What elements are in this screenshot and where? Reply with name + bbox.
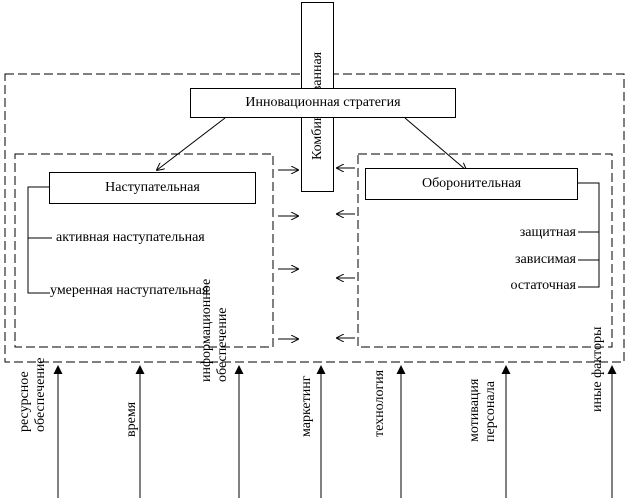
offensive-type-moderate: умеренная наступательная bbox=[50, 283, 209, 298]
defensive-type-protective: защитная bbox=[519, 225, 576, 240]
offensive-strategy-box: Наступательная bbox=[49, 172, 256, 204]
offensive-bracket bbox=[27, 186, 50, 294]
defensive-frame bbox=[357, 153, 613, 348]
defensive-type-residual: остаточная bbox=[510, 278, 576, 293]
defensive-type-dependent: зависимая bbox=[515, 252, 576, 267]
factor-technology: технология bbox=[372, 369, 387, 437]
defensive-bracket bbox=[578, 182, 600, 288]
arrow-to-defensive bbox=[404, 117, 466, 170]
arrow-to-offensive bbox=[157, 117, 226, 170]
innovation-strategy-box: Инновационная стратегия bbox=[190, 88, 456, 118]
defensive-strategy-box: Оборонительная bbox=[365, 168, 578, 200]
offensive-frame bbox=[14, 153, 274, 348]
factor-other: иные факторы bbox=[590, 326, 605, 412]
factor-time: время bbox=[124, 401, 139, 437]
offensive-type-active: активная наступательная bbox=[56, 230, 205, 245]
factor-marketing: маркетинг bbox=[299, 375, 314, 438]
outer-frame bbox=[4, 73, 625, 363]
